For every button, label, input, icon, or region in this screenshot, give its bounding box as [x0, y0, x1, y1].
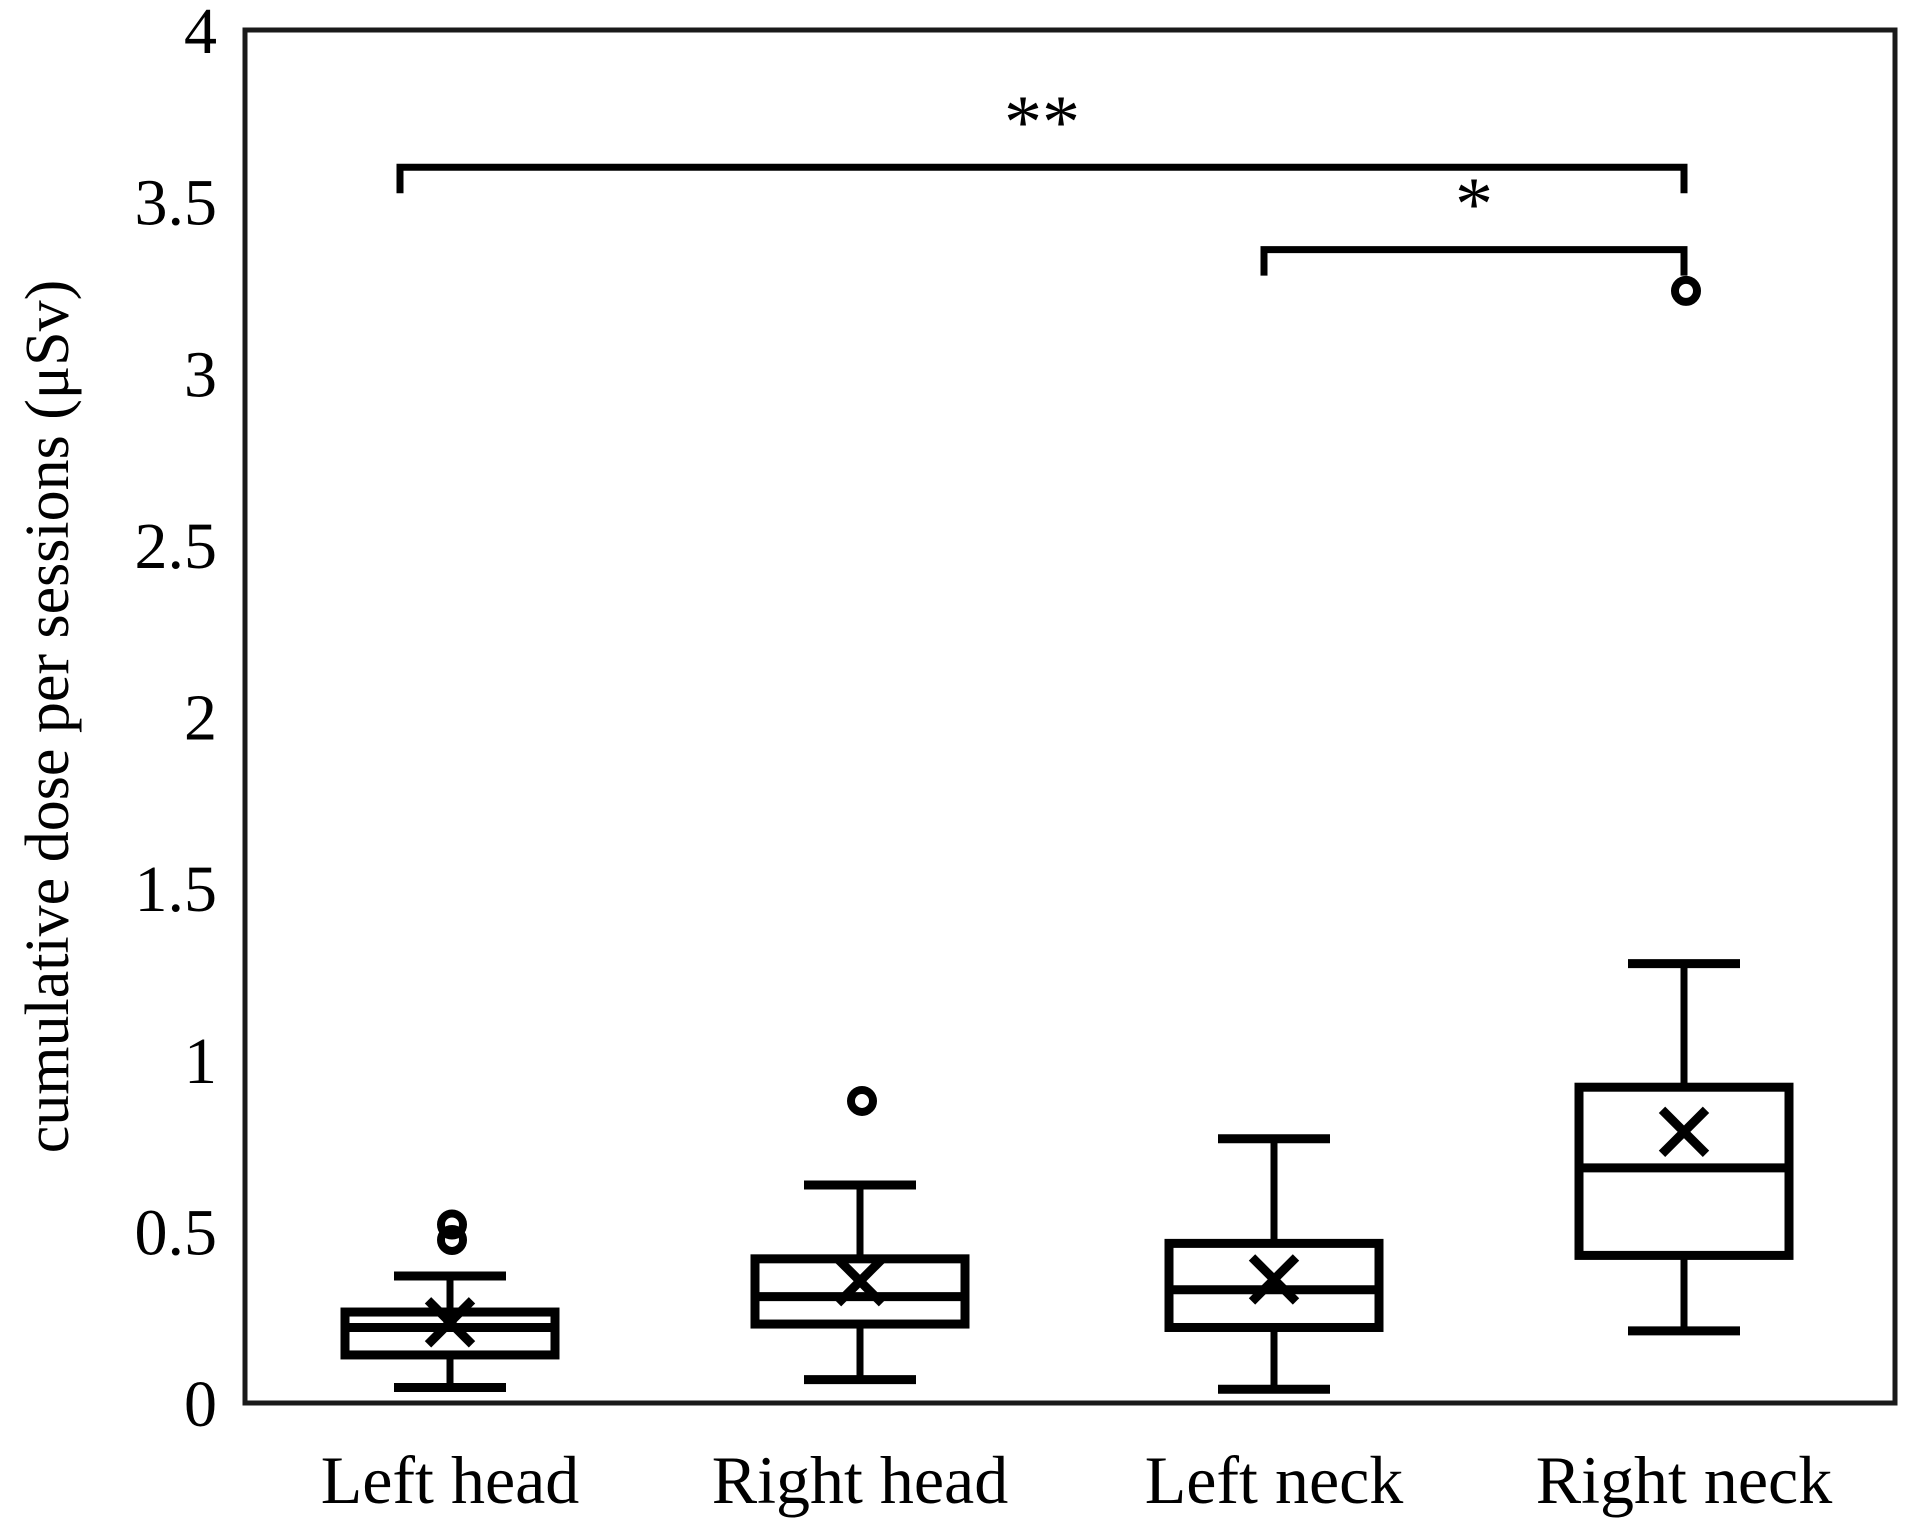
box-plot-series [340, 275, 1794, 1394]
y-tick-label: 3 [184, 338, 217, 411]
x-category-label-right-neck: Right neck [1536, 1442, 1833, 1518]
y-tick-label: 2.5 [135, 510, 218, 583]
y-tick-label: 0.5 [135, 1196, 218, 1269]
mean-marker-x [834, 1255, 886, 1307]
y-axis-ticks: 0 0.5 1 1.5 2 2.5 3 3.5 4 [135, 0, 218, 1441]
x-category-label-left-neck: Left neck [1145, 1442, 1404, 1518]
outlier-point [847, 1085, 877, 1116]
outlier-point [437, 1224, 467, 1255]
mean-marker-x [424, 1297, 476, 1348]
y-tick-label: 3.5 [135, 167, 218, 240]
y-tick-label: 1 [184, 1025, 217, 1098]
x-axis-category-labels: Left head Right head Left neck Right neck [321, 1442, 1833, 1518]
plot-frame [242, 27, 1898, 1406]
mean-marker-x [1248, 1254, 1300, 1305]
y-tick-label: 2 [184, 682, 217, 755]
box-plot-right-head [750, 1085, 970, 1385]
significance-bracket-2: ** [396, 80, 1688, 194]
y-tick-label: 4 [184, 0, 217, 68]
bracket-path [396, 163, 1688, 194]
outlier-point [437, 1209, 467, 1240]
y-tick-label: 1.5 [135, 853, 218, 926]
box-plot-left-neck [1164, 1134, 1384, 1394]
outlier-point [1671, 275, 1701, 306]
x-category-label-left-head: Left head [321, 1442, 580, 1518]
mean-marker-x [1658, 1106, 1710, 1158]
bracket-path [1260, 246, 1688, 276]
significance-label: ** [1004, 80, 1080, 164]
plot-border [242, 27, 1898, 1406]
significance-bracket-1: * [1260, 163, 1688, 276]
significance-label: * [1455, 163, 1493, 247]
box-plot-left-head [340, 1209, 560, 1393]
significance-annotations: *** [396, 80, 1688, 276]
y-tick-label: 0 [184, 1368, 217, 1441]
box-iqr-rect [750, 1254, 970, 1329]
y-axis-title: cumulative dose per sessions (μSv) [14, 280, 82, 1154]
x-category-label-right-head: Right head [712, 1442, 1009, 1518]
y-axis-label: cumulative dose per sessions (μSv) [14, 280, 82, 1154]
box-plot-right-neck [1574, 275, 1794, 1336]
